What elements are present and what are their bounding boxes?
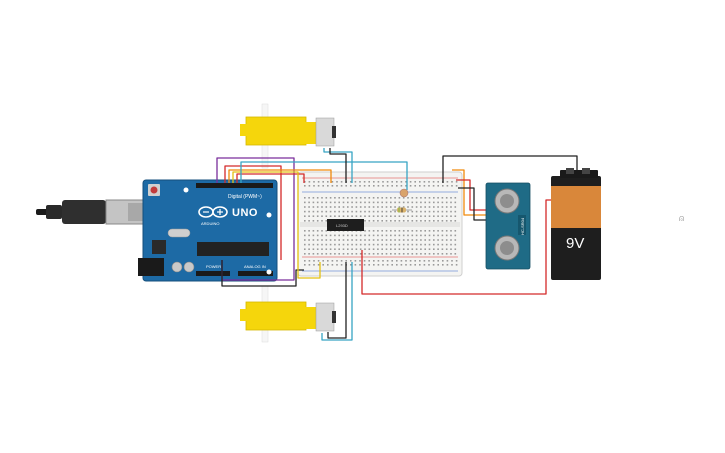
wire-red-battery[interactable] <box>361 199 553 295</box>
breadboard[interactable] <box>297 171 463 277</box>
breadboard-holes <box>304 181 458 266</box>
wire-sensor-2[interactable] <box>458 187 486 221</box>
ultrasonic-label: HC-SR04 <box>520 217 525 235</box>
wire-cyan-sensor[interactable] <box>240 161 408 190</box>
power-header <box>196 271 230 276</box>
led[interactable] <box>399 188 409 198</box>
wire-red-2[interactable] <box>236 173 305 183</box>
dc-motor-top[interactable] <box>240 103 336 169</box>
wire-sensor-1[interactable] <box>456 179 486 211</box>
dc-motor-bottom[interactable] <box>240 285 336 343</box>
wire-black-motor-2[interactable] <box>327 262 347 339</box>
power-jack <box>138 258 164 276</box>
usb-cable <box>36 209 48 215</box>
arduino-power-label: POWER <box>206 264 221 269</box>
arduino-digital-label: Digital (PWM~) <box>228 194 262 200</box>
corner-icon[interactable]: ⍝ <box>679 214 684 224</box>
arduino-logo <box>198 206 228 218</box>
arduino-analog-label: ANALOG IN <box>244 264 266 269</box>
wire-cyan-top[interactable] <box>323 148 353 183</box>
motor-driver-ic[interactable]: L293D <box>327 219 364 231</box>
wires[interactable] <box>216 148 578 341</box>
arduino-uno-board[interactable]: UNO ARDUINO Digital (PWM~) POWER ANALOG … <box>36 179 278 282</box>
wire-black-battery[interactable] <box>442 155 578 183</box>
analog-header <box>238 271 273 276</box>
wire-red-1[interactable] <box>224 165 282 260</box>
wire-cyan-bottom[interactable] <box>321 262 353 341</box>
resistor[interactable] <box>392 207 412 213</box>
motor-driver-label: L293D <box>336 223 348 228</box>
digital-header <box>196 183 273 188</box>
wire-black-motor[interactable] <box>329 148 347 183</box>
battery-voltage-label: 9V <box>566 235 584 252</box>
battery-9v[interactable]: 9V <box>551 168 601 280</box>
arduino-brand-label: ARDUINO <box>201 221 219 226</box>
wire-orange[interactable] <box>228 169 332 183</box>
ultrasonic-sensor[interactable]: HC-SR04 <box>485 182 531 270</box>
wire-black-ground[interactable] <box>221 260 304 287</box>
wire-orange-2[interactable] <box>452 169 486 216</box>
usb-plug <box>62 200 106 224</box>
atmega-chip <box>197 242 269 256</box>
arduino-model-label: UNO <box>232 207 258 219</box>
wire-yellow[interactable] <box>232 171 321 279</box>
